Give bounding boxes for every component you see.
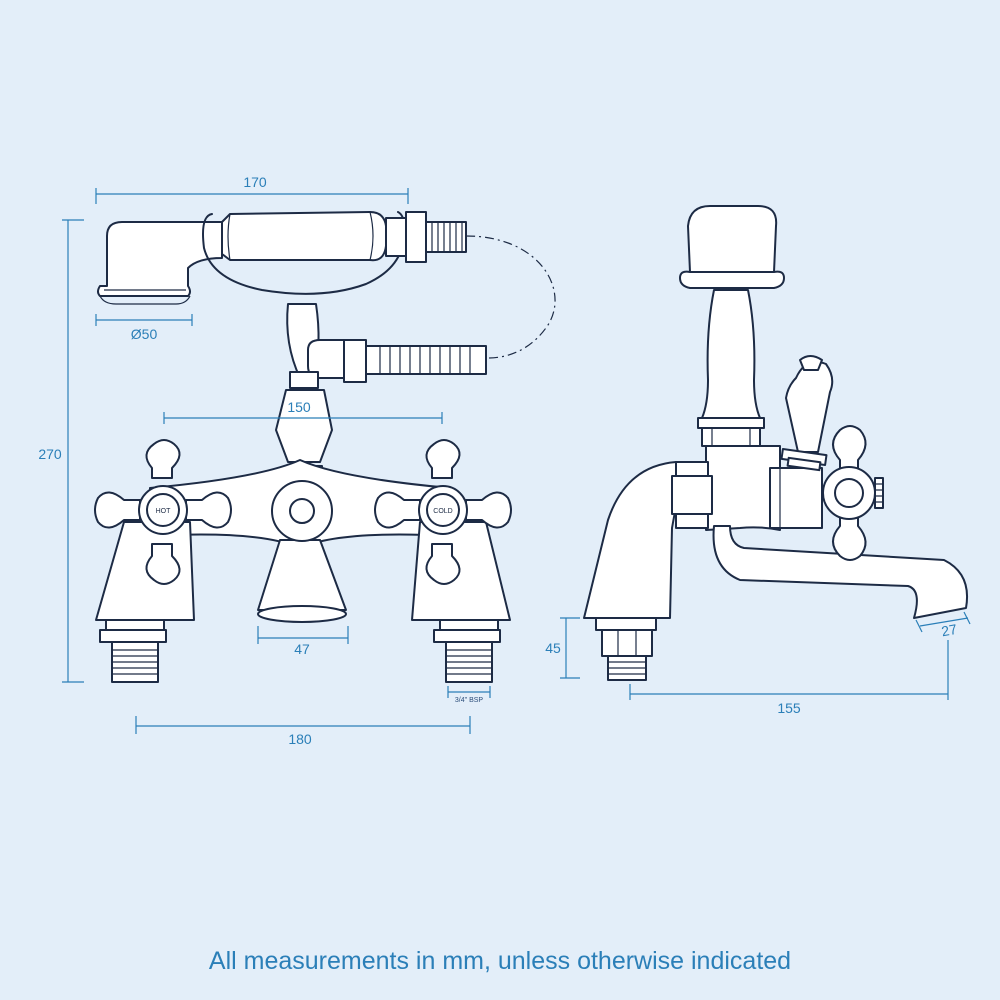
side-body-nut: [671, 461, 713, 529]
dim-label-170: 170: [243, 174, 267, 190]
handset-hose-connector: [385, 211, 467, 263]
central-boss: [271, 480, 333, 542]
dimension-handset-diameter: Ø50: [95, 314, 193, 342]
side-body: [705, 445, 781, 531]
central-spout: [257, 539, 347, 623]
dim-label-180: 180: [288, 731, 312, 747]
cold-crosshead-handle: COLD: [374, 439, 512, 585]
side-view: [583, 205, 968, 681]
side-stem-collar: [697, 417, 765, 447]
shower-head: [97, 221, 223, 305]
cold-label: COLD: [433, 508, 452, 515]
dim-label-27: 27: [940, 621, 958, 639]
dim-label-270: 270: [38, 446, 62, 462]
hot-crosshead-handle: HOT: [94, 439, 232, 585]
shower-hose: [465, 235, 556, 359]
front-view: HOT COLD: [94, 211, 556, 683]
dimension-total-height: 270: [38, 219, 84, 683]
side-inlet-fitting: [595, 617, 657, 681]
dimension-spout-width: 47: [257, 626, 349, 657]
hose-outlet: [307, 339, 487, 383]
hot-label: HOT: [156, 508, 172, 515]
footer-note: All measurements in mm, unless otherwise…: [209, 947, 791, 975]
side-valve-body: [769, 467, 823, 529]
dim-label-bsp: 3/4" BSP: [455, 697, 483, 704]
dimension-spout-outlet: 27: [915, 611, 971, 639]
dimension-inlet-thread: 3/4" BSP: [447, 686, 491, 704]
dim-label-47: 47: [294, 641, 310, 657]
right-leg: [411, 521, 511, 683]
dim-label-155: 155: [777, 700, 801, 716]
side-stem: [701, 289, 761, 419]
side-crosshead-handle: [822, 425, 884, 561]
dimension-base-height: 45: [545, 617, 580, 679]
diverter-lever: [275, 371, 333, 475]
side-bath-spout: [712, 525, 968, 619]
side-lever-handle: [780, 355, 834, 472]
dimension-tap-centres: 150: [163, 399, 443, 424]
dim-label-150: 150: [287, 399, 311, 415]
dim-label-45: 45: [545, 640, 561, 656]
side-handset-head: [679, 205, 785, 289]
dimension-handset-length: 170: [95, 174, 409, 204]
handset-handle: [221, 211, 387, 262]
dimension-projection: 155: [629, 640, 949, 716]
side-leg: [583, 461, 677, 619]
dimension-overall-width: 180: [135, 716, 471, 747]
dim-label-diameter: Ø50: [131, 326, 158, 342]
left-leg: [95, 521, 195, 683]
